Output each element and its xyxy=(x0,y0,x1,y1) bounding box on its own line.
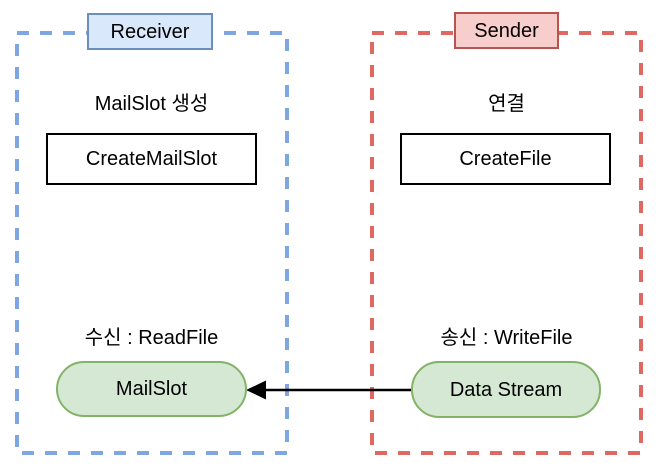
receiver-action-caption: 수신 : ReadFile xyxy=(84,327,219,349)
sender-step-caption: 연결 xyxy=(488,93,525,115)
create-mailslot-box: CreateMailSlot xyxy=(46,133,257,185)
receiver-group-label: Receiver xyxy=(87,13,213,50)
data-stream-node: Data Stream xyxy=(411,361,601,418)
data-flow-arrowhead-icon xyxy=(246,380,266,400)
sender-group-label: Sender xyxy=(454,12,559,49)
sender-action-caption: 송신 : WriteFile xyxy=(440,327,573,349)
mailslot-node: MailSlot xyxy=(56,361,247,417)
receiver-step-caption: MailSlot 생성 xyxy=(94,93,209,115)
create-file-box: CreateFile xyxy=(400,133,611,185)
